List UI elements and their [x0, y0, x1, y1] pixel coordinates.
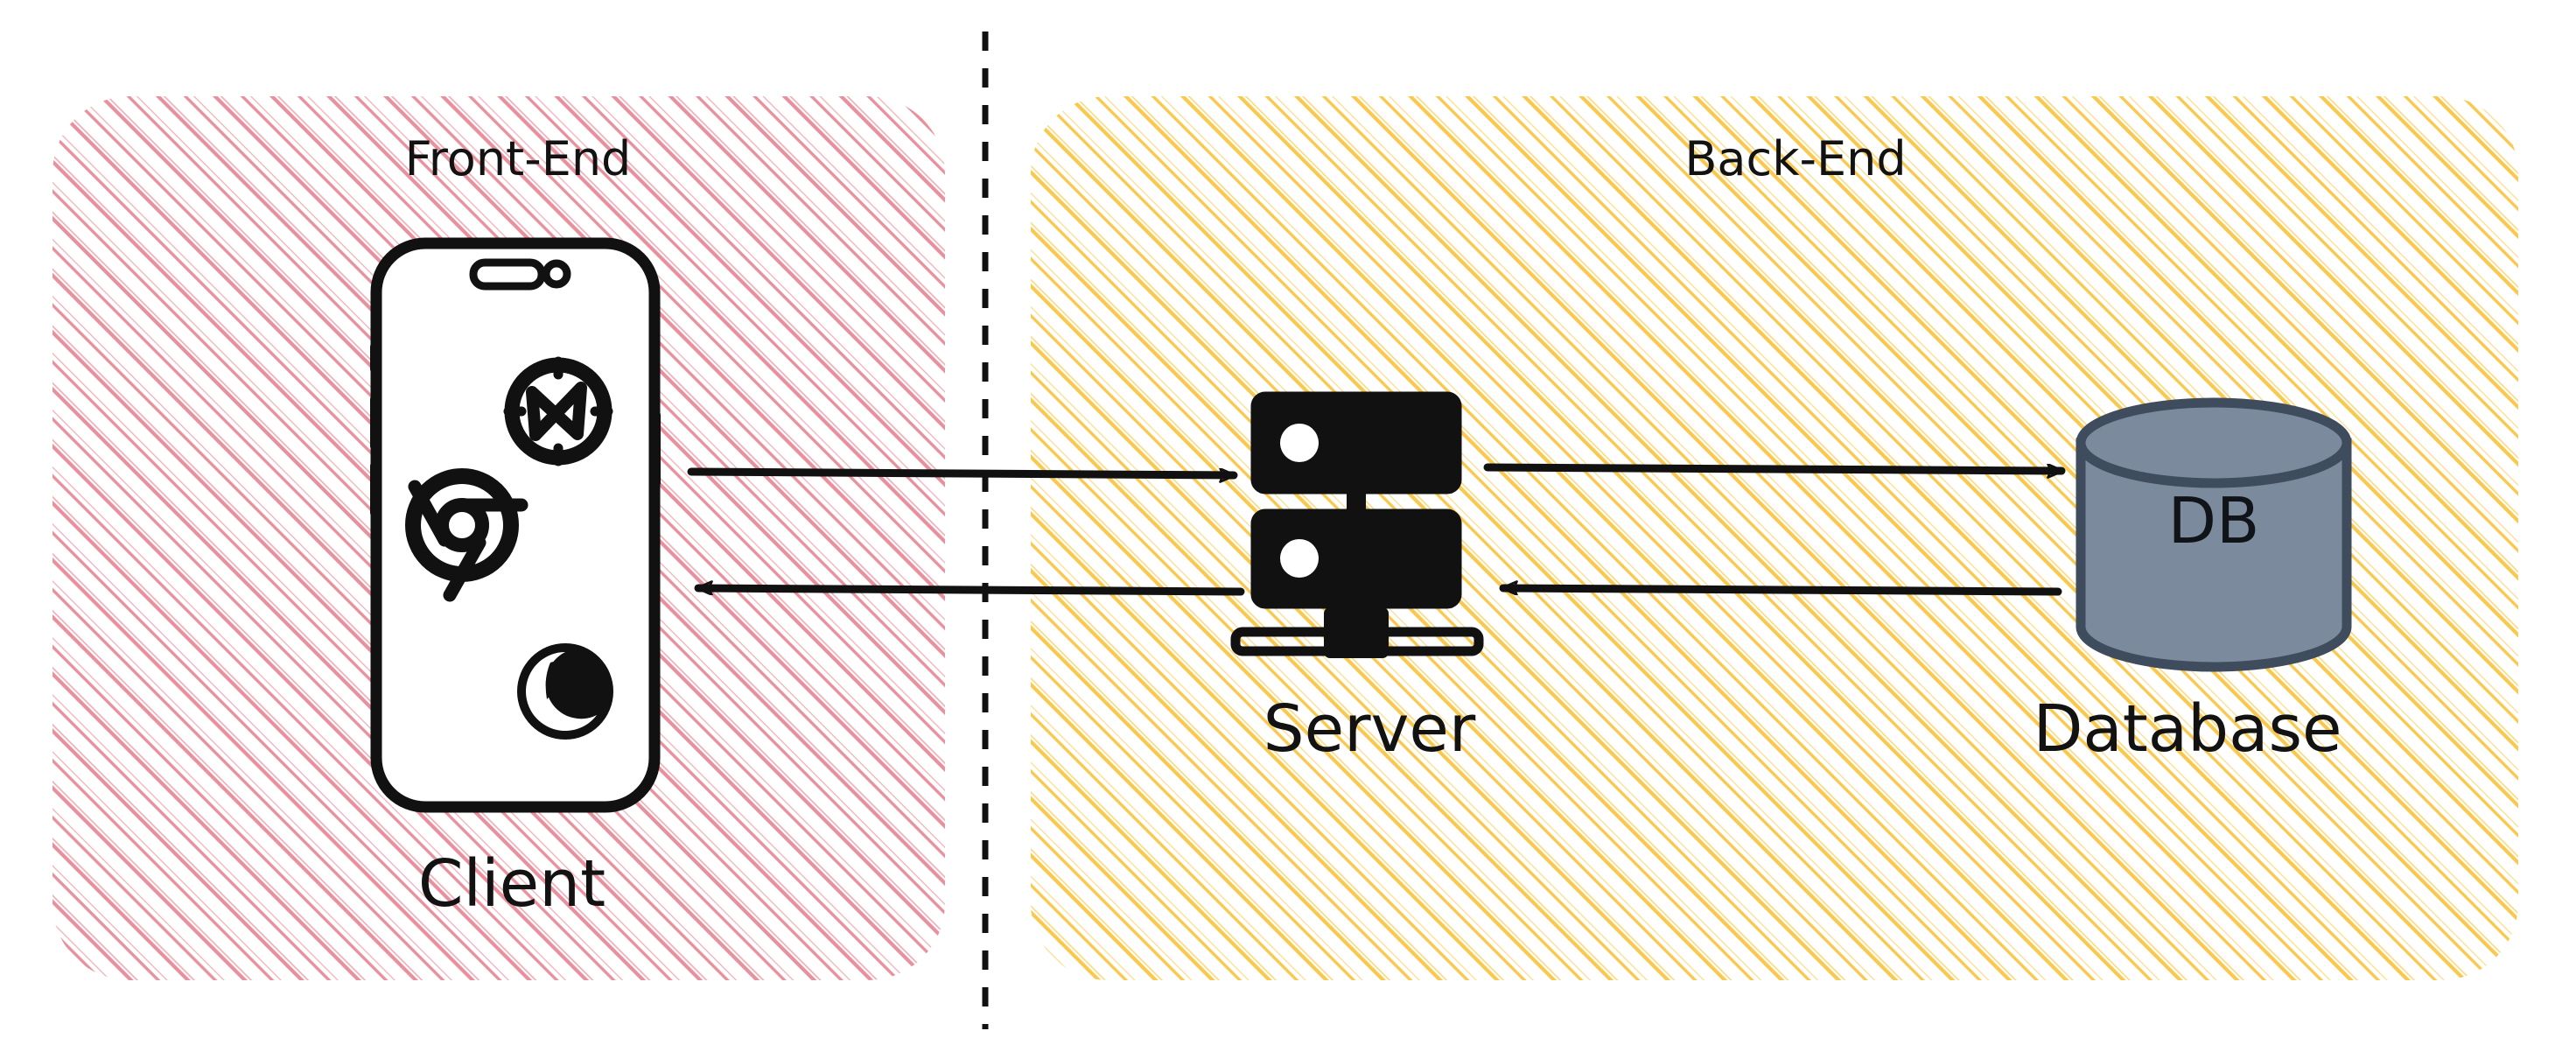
arrow-server-to-client: [694, 588, 1245, 596]
phone-button-volume-up: [370, 396, 378, 450]
client-label: Client: [418, 846, 606, 922]
database-node[interactable]: DB Database: [2033, 397, 2352, 767]
server-indicator-bottom: [1280, 539, 1319, 578]
phone-front-camera: [542, 259, 571, 289]
phone-button-power: [653, 411, 661, 487]
server-rack-icon: [1230, 391, 1484, 658]
phone-button-volume-down: [370, 462, 378, 516]
arrow-server-to-database: [1483, 463, 2066, 471]
database-cylinder-body: [2076, 438, 2352, 672]
database-inner-text: DB: [2168, 484, 2260, 558]
back-end-zone-label: Back-End: [1684, 131, 1906, 186]
server-label: Server: [1264, 691, 1476, 767]
front-end-zone-label: Front-End: [405, 131, 632, 186]
arrow-database-to-server: [1499, 588, 2062, 596]
database-cylinder-icon: DB: [2076, 397, 2352, 672]
client-node[interactable]: Client: [370, 237, 661, 922]
phone-dynamic-island: [469, 258, 546, 291]
safari-icon[interactable]: [503, 356, 613, 466]
server-indicator-top: [1280, 424, 1319, 462]
arrow-client-to-server: [687, 467, 1238, 475]
server-base-bar: [1230, 627, 1484, 656]
database-label: Database: [2033, 691, 2342, 767]
firefox-icon[interactable]: [517, 643, 613, 740]
flow-arrows: [687, 463, 2066, 596]
database-cylinder-top: [2076, 397, 2352, 488]
server-node[interactable]: Server: [1230, 391, 1484, 767]
phone-button-silent: [370, 343, 378, 373]
chrome-icon[interactable]: [405, 468, 528, 602]
